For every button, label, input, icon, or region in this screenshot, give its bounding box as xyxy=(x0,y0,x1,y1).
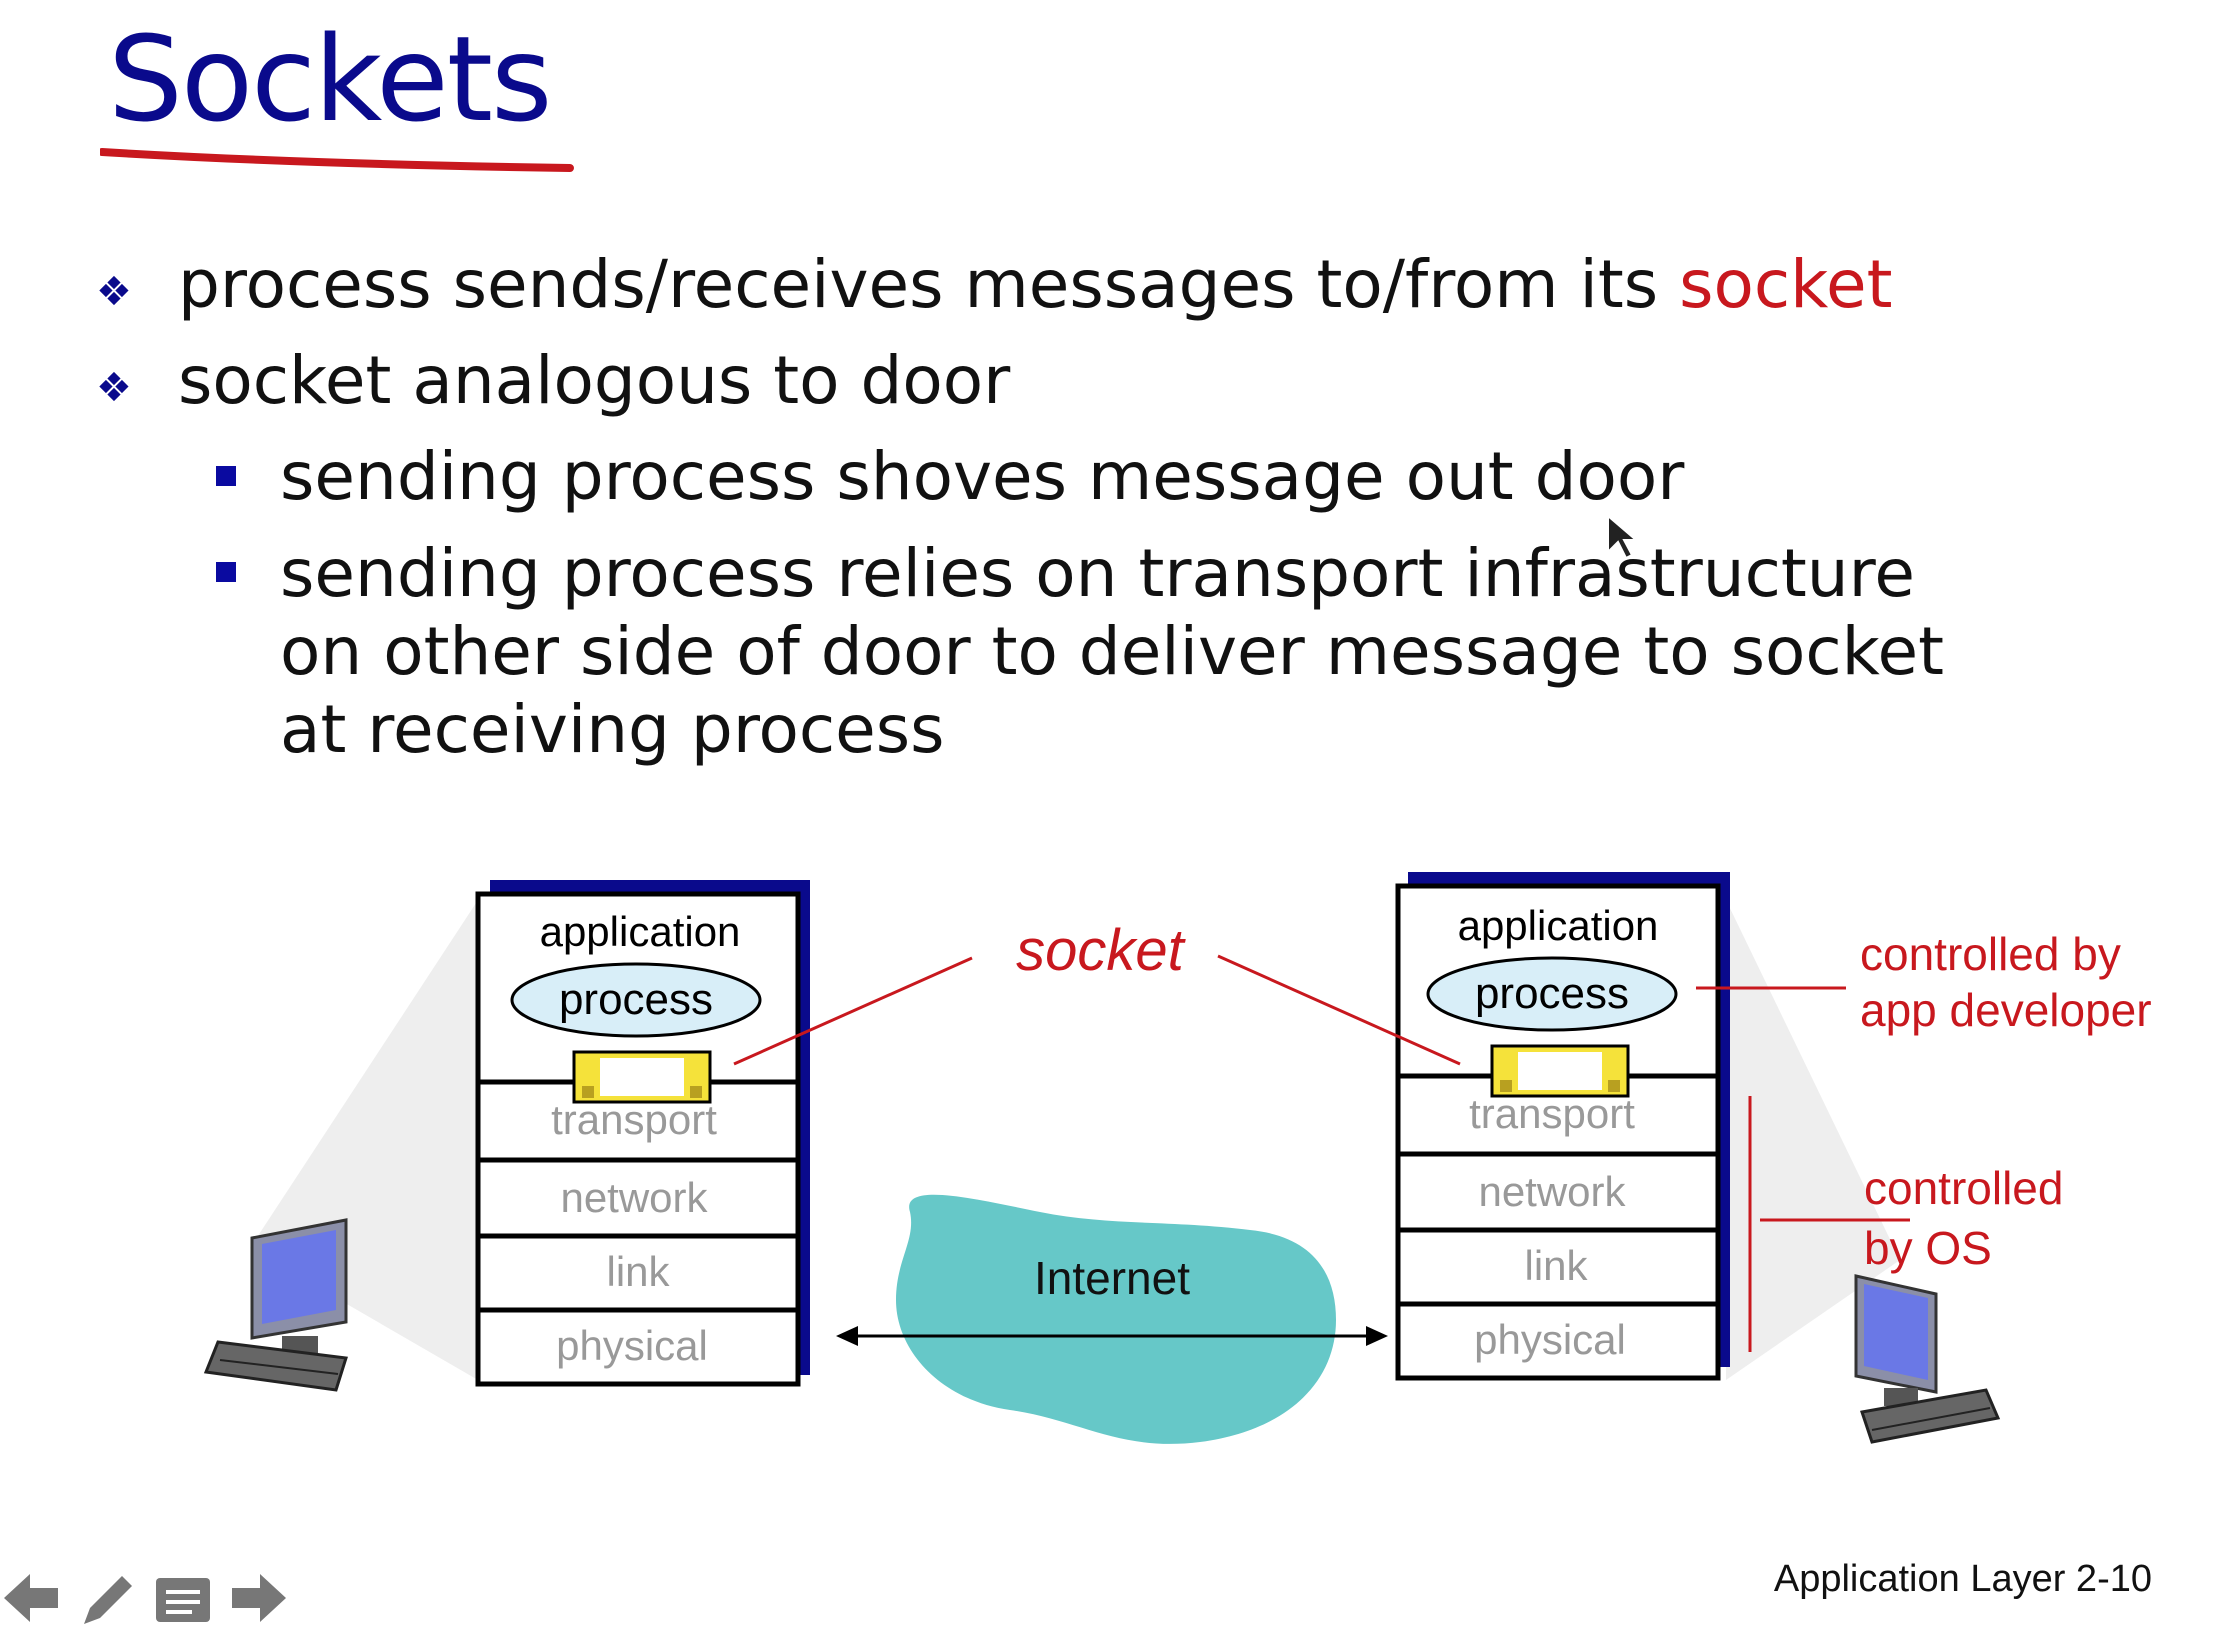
right-projection xyxy=(1726,900,1900,1380)
socket-label: socket xyxy=(1016,918,1187,983)
left-physical-label: physical xyxy=(556,1322,708,1369)
sub-bullet-2: sending process relies on transport infr… xyxy=(280,535,1944,768)
right-transport-label: transport xyxy=(1469,1090,1635,1137)
right-network-label: network xyxy=(1478,1168,1626,1215)
left-protocol-stack: application process transport network li… xyxy=(475,880,810,1387)
left-network-label: network xyxy=(560,1174,708,1221)
left-process-label: process xyxy=(559,975,713,1024)
app-dev-label-line1: controlled by xyxy=(1860,928,2121,980)
bullet-1-highlight: socket xyxy=(1679,246,1893,323)
right-protocol-stack: application process transport network li… xyxy=(1395,872,1730,1381)
mouse-cursor-icon xyxy=(1607,513,1639,560)
title-underline xyxy=(100,148,574,172)
bullet-1: process sends/receives messages to/from … xyxy=(178,246,1893,324)
bullet-1-text: process sends/receives messages to/from … xyxy=(178,246,1680,323)
slide-title: Sockets xyxy=(108,10,552,148)
right-process-label: process xyxy=(1475,969,1629,1018)
right-computer-icon xyxy=(1854,1274,2001,1444)
right-physical-label: physical xyxy=(1474,1316,1626,1363)
app-dev-label-line2: app developer xyxy=(1860,984,2152,1036)
left-transport-label: transport xyxy=(551,1096,717,1143)
left-process-ellipse xyxy=(510,962,762,1038)
left-application-label: application xyxy=(540,908,741,955)
os-label-line1: controlled xyxy=(1864,1162,2063,1214)
right-application-label: application xyxy=(1458,902,1659,949)
os-label-line2: by OS xyxy=(1864,1222,1992,1274)
right-process-ellipse xyxy=(1426,956,1678,1032)
socket-pointer-right xyxy=(1217,954,1461,1066)
square-bullet-icon xyxy=(216,466,236,486)
sub-bullet-1: sending process shoves message out door xyxy=(280,438,1685,515)
left-computer-icon xyxy=(203,1218,348,1392)
slide-footer: Application Layer 2-10 xyxy=(1773,1558,2152,1600)
bullet-2: socket analogous to door xyxy=(178,342,1011,419)
right-link-label: link xyxy=(1524,1242,1588,1289)
diamond-bullet-icon: ❖ xyxy=(96,269,132,315)
square-bullet-icon xyxy=(216,562,236,582)
internet-cloud xyxy=(896,1194,1336,1444)
diamond-bullet-icon: ❖ xyxy=(96,365,132,411)
slide-nav-toolbar xyxy=(0,1568,290,1628)
arrow-head-right-icon xyxy=(1366,1326,1388,1346)
arrow-head-left-icon xyxy=(836,1326,858,1346)
notes-icon[interactable] xyxy=(152,1568,214,1628)
arrow-left-icon[interactable] xyxy=(0,1568,62,1628)
pen-icon[interactable] xyxy=(76,1568,138,1628)
internet-label: Internet xyxy=(1034,1252,1190,1304)
arrow-right-icon[interactable] xyxy=(228,1568,290,1628)
left-link-label: link xyxy=(606,1248,670,1295)
socket-pointer-left xyxy=(733,956,973,1066)
